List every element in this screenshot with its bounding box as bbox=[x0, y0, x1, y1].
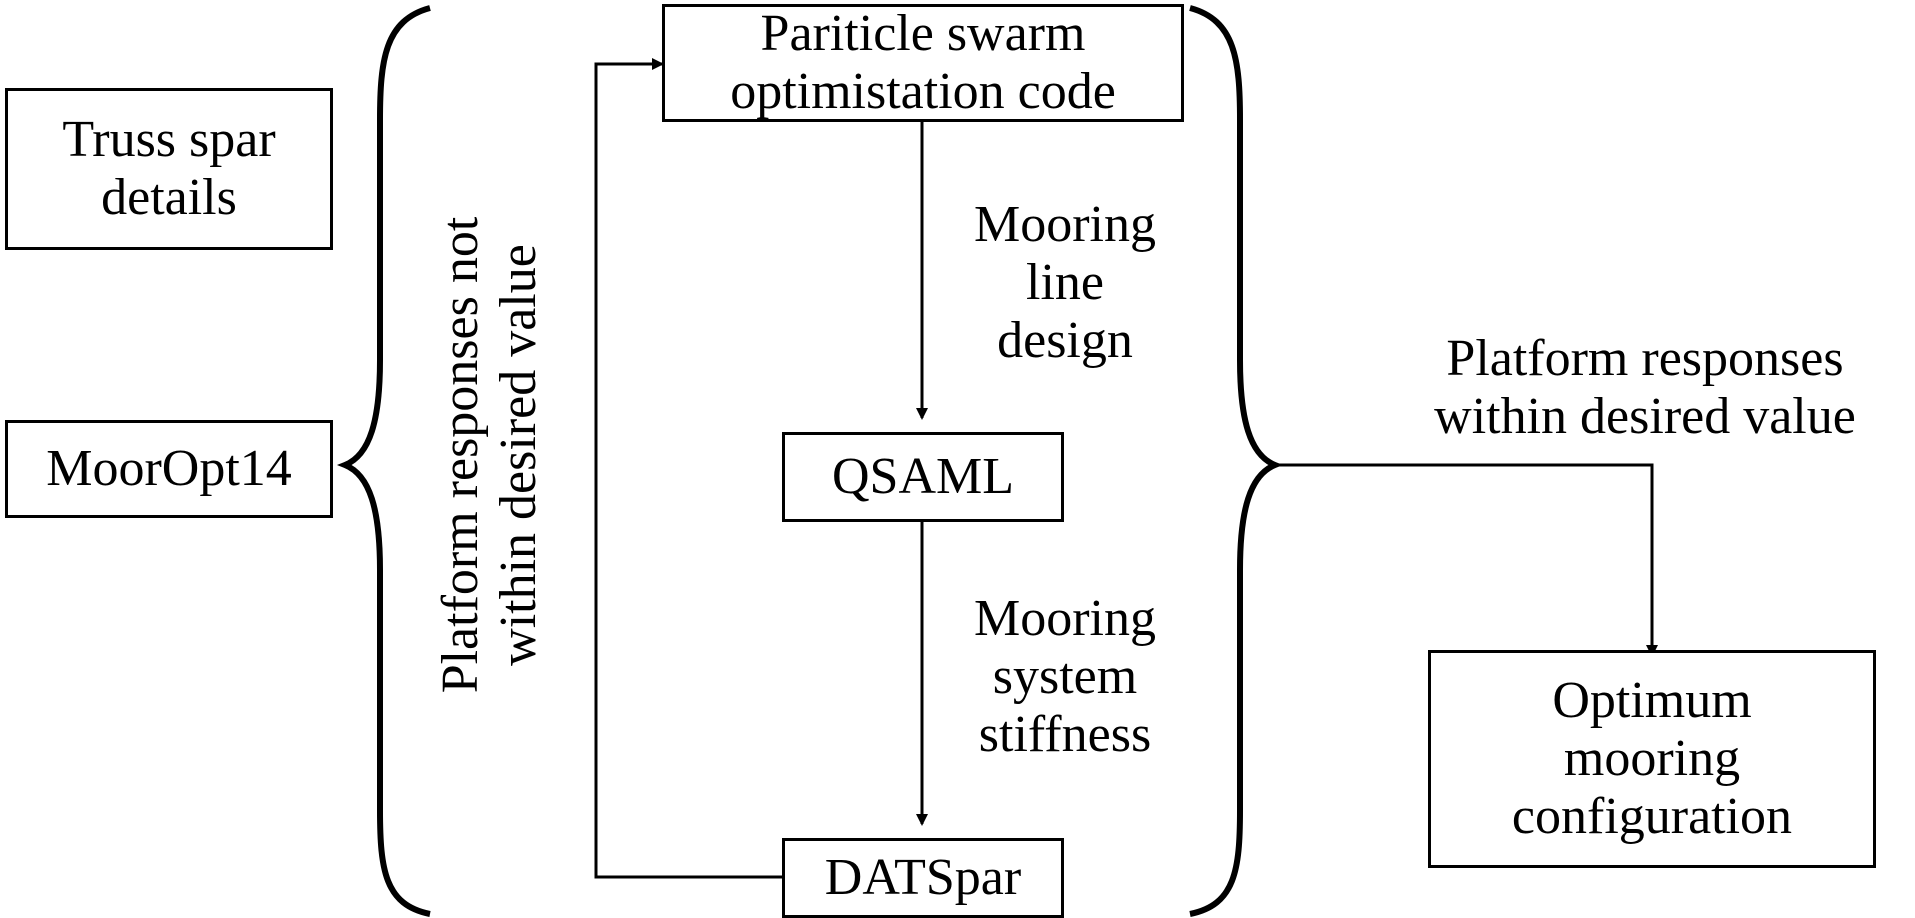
edge-label-mooring-line-design: Mooring line design bbox=[945, 196, 1185, 370]
optimum-line-2: mooring bbox=[1563, 730, 1741, 787]
optimum-line-3: configuration bbox=[1511, 788, 1793, 845]
pso-code-box: Pariticle swarm optimistation code bbox=[662, 4, 1184, 122]
mooropt14-box: MoorOpt14 bbox=[5, 420, 333, 518]
edge-label-mooring-system-stiffness: Mooring system stiffness bbox=[945, 590, 1185, 764]
qsaml-box: QSAML bbox=[782, 432, 1064, 522]
pso-line-2: optimistation code bbox=[730, 63, 1116, 120]
arrow-to-optimum bbox=[1278, 463, 1658, 657]
mld-line-1: Mooring bbox=[974, 196, 1156, 253]
pw-line-1: Platform responses bbox=[1446, 330, 1844, 387]
truss-spar-line-2: details bbox=[101, 169, 237, 226]
edge-label-platform-within: Platform responses within desired value bbox=[1380, 330, 1910, 446]
arrow-feedback-loop bbox=[594, 58, 782, 879]
optimum-line-1: Optimum bbox=[1552, 672, 1752, 729]
pso-line-1: Pariticle swarm bbox=[760, 5, 1086, 62]
mld-line-3: design bbox=[997, 312, 1133, 369]
loop-label-line-1: Platform responses not bbox=[432, 216, 489, 694]
truss-spar-line-1: Truss spar bbox=[62, 111, 276, 168]
datspar-label: DATSpar bbox=[824, 849, 1022, 906]
mss-line-3: stiffness bbox=[978, 706, 1152, 763]
mooropt14-label: MoorOpt14 bbox=[46, 440, 292, 497]
mld-line-2: line bbox=[1026, 254, 1104, 311]
mss-line-2: system bbox=[992, 648, 1138, 705]
left-brace bbox=[336, 5, 431, 917]
mss-line-1: Mooring bbox=[974, 590, 1156, 647]
truss-spar-details-box: Truss spar details bbox=[5, 88, 333, 250]
optimum-configuration-box: Optimum mooring configuration bbox=[1428, 650, 1876, 868]
loop-condition-label: Platform responses not within desired va… bbox=[432, 217, 548, 694]
pw-line-2: within desired value bbox=[1434, 388, 1856, 445]
right-brace bbox=[1189, 5, 1284, 917]
loop-label-line-2: within desired value bbox=[490, 244, 547, 666]
qsaml-label: QSAML bbox=[831, 448, 1015, 505]
datspar-box: DATSpar bbox=[782, 838, 1064, 918]
